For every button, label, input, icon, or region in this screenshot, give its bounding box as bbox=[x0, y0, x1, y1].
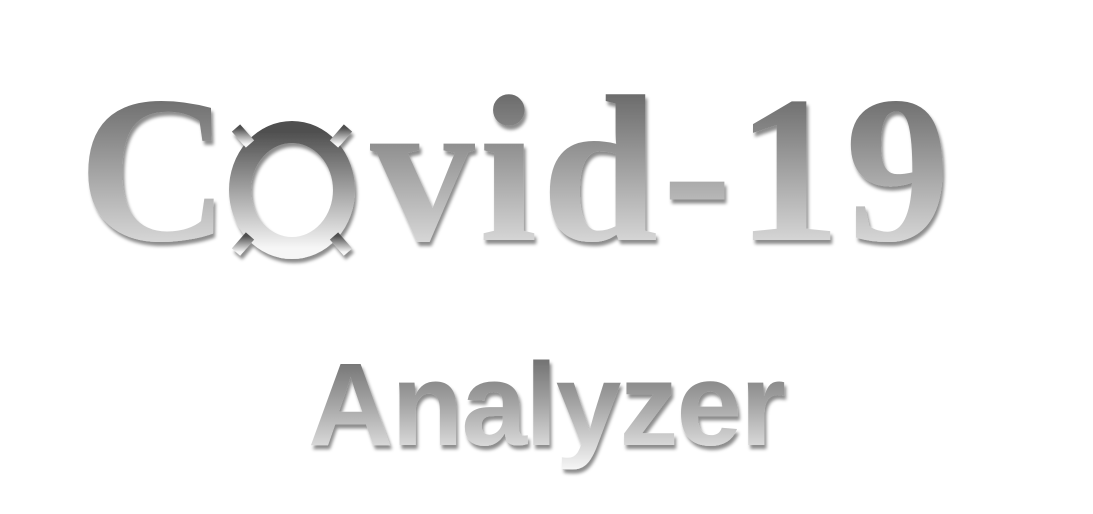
title-letters-vid-19: vid-19 bbox=[370, 54, 954, 286]
subtitle-analyzer: Analyzer bbox=[308, 339, 785, 471]
virus-icon bbox=[214, 106, 370, 274]
title-letter-c: C bbox=[78, 54, 230, 286]
